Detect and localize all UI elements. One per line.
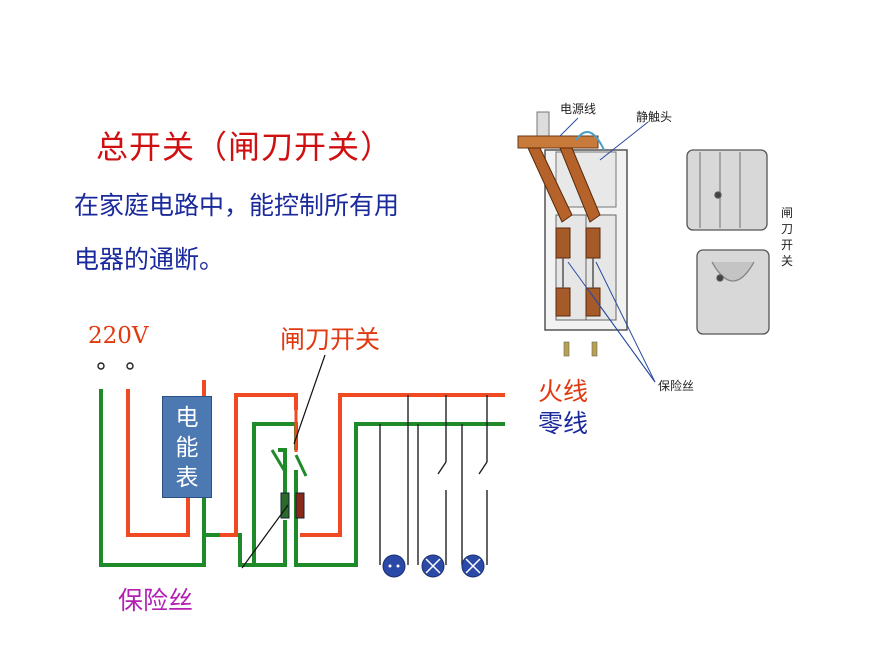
description-line-2: 电器的通断。	[74, 245, 225, 274]
neutral-wiring	[99, 389, 505, 567]
energy-meter: 电 能 表	[162, 396, 212, 498]
switch-part-detail-bottom	[696, 249, 770, 335]
live-wire-label: 火线	[538, 377, 589, 406]
static-contact-label: 静触头	[636, 110, 673, 124]
fuse-leader	[241, 504, 289, 569]
fuse-label: 保险丝	[118, 586, 194, 615]
knife-switch-label: 闸刀开关	[280, 325, 381, 354]
lamp-3	[461, 554, 485, 578]
meter-char-3: 表	[175, 465, 199, 491]
page-title: 总开关（闸刀开关）	[96, 128, 394, 166]
side-label-char-2: 刀	[781, 222, 794, 236]
terminal-live	[97, 362, 105, 370]
fuse-left	[280, 492, 290, 519]
lamp-1	[382, 554, 406, 578]
knife-switch-blades	[270, 449, 308, 477]
power-line-label: 电源线	[560, 102, 597, 116]
side-label-char-3: 开	[781, 238, 794, 252]
meter-char-1: 电	[175, 405, 199, 431]
side-label-char-1: 闸	[781, 206, 794, 220]
fuse-right	[295, 492, 305, 519]
switch-part-detail-top	[686, 149, 768, 231]
branch-circuits	[379, 395, 488, 565]
device-fuse-label: 保险丝	[658, 379, 695, 393]
lamp-2	[421, 554, 445, 578]
voltage-label: 220V	[88, 323, 149, 349]
terminal-neutral	[126, 362, 134, 370]
knife-switch-illustration	[517, 111, 656, 383]
knife-switch-leader	[293, 354, 326, 445]
description-line-1: 在家庭电路中，能控制所有用	[74, 191, 400, 220]
side-vertical-label: 闸 刀 开 关	[781, 205, 793, 269]
side-label-char-4: 关	[781, 254, 794, 268]
meter-char-2: 能	[175, 435, 199, 461]
neutral-wire-label: 零线	[538, 409, 589, 438]
